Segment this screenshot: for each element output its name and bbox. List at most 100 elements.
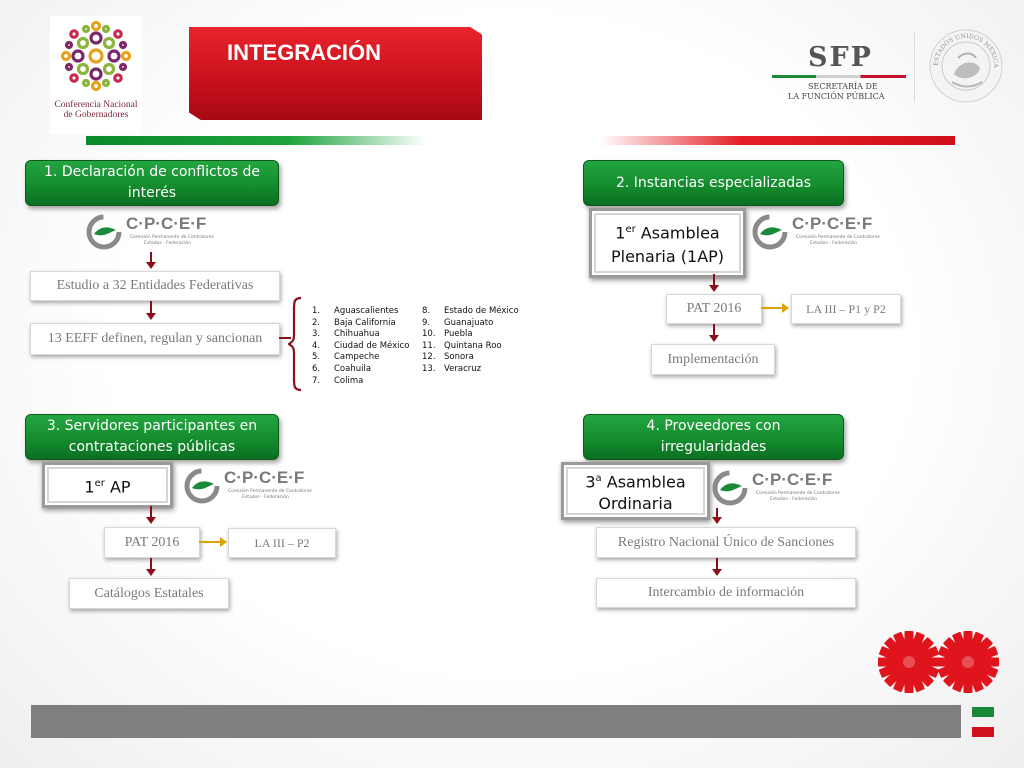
cpcef-sub2: Estados - Federación (144, 241, 191, 246)
state-name: Coahuila (334, 363, 372, 374)
seal-icon: ESTADOS UNIDOS MEXICANOS (925, 23, 1003, 103)
cpcef-logo-1: C·P·C·E·F Comisión Permanente de Contral… (86, 212, 214, 252)
section1-title: 1. Declaración de conflictos de interés (44, 164, 260, 201)
sfp-stripe (772, 75, 906, 78)
footer-bar (31, 705, 961, 738)
arrow-4a (712, 517, 722, 524)
connector-1a (150, 252, 152, 264)
section4-registry-box: Registro Nacional Único de Sanciones (596, 527, 856, 558)
cpcef-logo-2: C·P·C·E·F Comisión Permanente de Contral… (752, 212, 880, 252)
section2-pat-box: PAT 2016 (666, 294, 762, 324)
state-name: Aguascalientes (334, 306, 399, 316)
section2-la-label: LA III – P1 y P2 (806, 301, 886, 316)
section4-assembly-label: 3a Asamblea Ordinaria (585, 468, 685, 513)
green-accent-bar (86, 136, 426, 145)
section3-catalog-box: Catálogos Estatales (69, 578, 229, 609)
flag-green-stripe (972, 707, 994, 717)
section2-impl-label: Implementación (667, 351, 759, 367)
state-number: 9. (422, 317, 431, 328)
section4-assembly-box: 3a Asamblea Ordinaria (561, 462, 710, 520)
cpcef-sub1: Comisión Permanente de Contralores (796, 235, 880, 240)
assembly-word: Asamblea (601, 472, 686, 492)
state-list-item: 3.Chihuahua (312, 329, 409, 341)
state-name: Puebla (444, 329, 473, 340)
section3-ap-box: 1er AP (42, 462, 173, 508)
section1-title-box: 1. Declaración de conflictos de interés (25, 160, 279, 206)
cpcef-sub2: Estados - Federación (770, 497, 817, 502)
state-name: Guanajuato (444, 317, 494, 328)
connector-to-list (279, 337, 291, 339)
state-list-item: 2.Baja California (312, 318, 409, 330)
section4-registry-label: Registro Nacional Único de Sanciones (617, 534, 835, 550)
state-number: 5. (312, 352, 321, 363)
cpcef-name: C·P·C·E·F (752, 470, 833, 489)
connector-4a (716, 508, 718, 518)
states-list-col2: 8. Estado de México 9. Guanajuato 10. Puebla 1… (422, 306, 519, 376)
state-name: Colima (334, 375, 364, 386)
connector-2b (713, 324, 715, 336)
arrow-3-la (220, 537, 227, 547)
conago-logo: Conferencia Nacional de Gobernadores (50, 16, 142, 134)
sfp-acronym: SFP (808, 42, 873, 73)
connector-1b (150, 301, 152, 313)
section1-step1-label: Estudio a 32 Entidades Federativas (56, 278, 254, 293)
state-name: Sonora (444, 352, 474, 363)
flag-red-stripe (972, 727, 994, 737)
assembly-word: Asamblea (635, 223, 720, 243)
cpcef-sub2: Estados - Federación (242, 495, 289, 500)
cpcef-sub1: Comisión Permanente de Contralores (756, 491, 840, 496)
bracket-icon (288, 296, 302, 392)
mexico-seal: ESTADOS UNIDOS MEXICANOS (925, 23, 1004, 104)
arrow-2a (709, 285, 719, 292)
state-number: 13. (422, 363, 436, 374)
cpcef-name: C·P·C·E·F (126, 214, 207, 233)
cpcef-emblem-icon (86, 214, 122, 250)
conago-flower-icon (60, 20, 132, 92)
state-number: 11. (422, 340, 436, 351)
connector-3a (150, 506, 152, 518)
section1-step-eeff: 13 EEFF definen, regulan y sancionan (30, 323, 280, 355)
arrow-3a (146, 517, 156, 524)
state-number: 10. (422, 329, 436, 340)
section2-pat-label: PAT 2016 (686, 301, 742, 316)
state-list-item: 4. Ciudad de México (312, 341, 409, 353)
section3-title: 3. Servidores participantes en contratac… (46, 418, 258, 455)
cpcef-sub1: Comisión Permanente de Contralores (130, 235, 214, 240)
arrow-2-la (782, 303, 789, 313)
arrow-1a (146, 262, 156, 269)
cpcef-emblem-icon (752, 214, 788, 250)
state-name: Veracruz (444, 363, 482, 374)
state-number: 8. (422, 306, 431, 316)
state-name: Campeche (334, 352, 380, 363)
assembly-sup: a (595, 473, 602, 485)
conago-name-line1: Conferencia Nacional (54, 100, 138, 110)
assembly-sup: er (625, 224, 636, 236)
section1-step-estudio: Estudio a 32 Entidades Federativas (30, 271, 280, 301)
arrow-4b (712, 569, 722, 576)
section3-la-label: LA III – P2 (254, 535, 310, 550)
state-name: Estado de México (444, 306, 519, 316)
arrow-2b (709, 335, 719, 342)
gears-icon (878, 631, 999, 693)
cpcef-sub2: Estados - Federación (810, 241, 857, 246)
section4-title-box: 4. Proveedores con irregularidades (583, 414, 844, 460)
section1-step2-label: 13 EEFF definen, regulan y sancionan (47, 331, 263, 346)
section3-ap-label: 1er AP (84, 472, 130, 498)
state-list-item: 5. Campeche (312, 352, 409, 364)
state-number: 2. (312, 317, 321, 328)
cpcef-name: C·P·C·E·F (224, 468, 305, 487)
state-number: 4. (312, 340, 321, 351)
section3-title-box: 3. Servidores participantes en contratac… (25, 414, 279, 460)
state-number: 3. (312, 329, 321, 340)
state-list-item: 1.Aguascalientes (312, 306, 409, 318)
section2-la-box: LA III – P1 y P2 (791, 294, 901, 324)
state-name: Ciudad de México (334, 340, 410, 351)
cpcef-name: C·P·C·E·F (792, 214, 873, 233)
connector-3-la (199, 541, 221, 543)
cpcef-emblem-icon (712, 470, 748, 506)
section2-title-box: 2. Instancias especializadas (583, 160, 844, 206)
section3-pat-box: PAT 2016 (104, 527, 200, 558)
section2-assembly-box: 1er Asamblea Plenaria (1AP) (589, 208, 746, 278)
